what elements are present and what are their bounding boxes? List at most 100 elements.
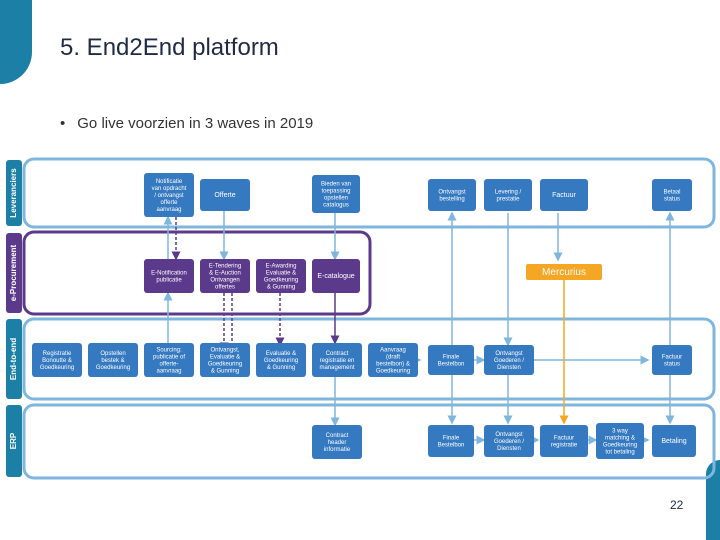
box-label-line: publicatie of	[153, 354, 185, 360]
box-label-line: Ontvangst,	[210, 347, 239, 353]
box-label-line: Bieden van	[321, 181, 351, 187]
box-label-line: Goedkeuring	[208, 361, 242, 367]
box-label-line: E-Awarding	[266, 263, 297, 269]
box-label-line: informatie	[324, 446, 351, 452]
box-label-line: & E-Auction	[209, 270, 241, 276]
lane-label-leveranciers: Leveranciers	[9, 168, 18, 218]
box-label-line: Diensten	[497, 445, 521, 451]
box-label-line: Ontvangst	[495, 432, 523, 438]
box-label-line: matching &	[605, 435, 635, 441]
box-label-line: status	[664, 361, 680, 367]
box-label-line: Goedkeuring	[264, 358, 298, 364]
box-label-line: Mercurius	[542, 267, 586, 278]
lane-label-erp: ERP	[9, 432, 18, 449]
lane-end-to-end	[22, 317, 716, 401]
box-label-line: registratie	[551, 442, 578, 448]
box-label-line: toepassing	[321, 188, 350, 194]
box-label-line: & Gunning	[211, 368, 239, 374]
process-diagram: Leveranciers e-Procurement End-to-end ER…	[6, 157, 716, 480]
box-label-line: Goedkeuring	[376, 368, 410, 374]
box-label: Factuur	[552, 192, 576, 199]
box-label-line: Evaluatie &	[266, 270, 296, 276]
box-factuur: Factuur	[540, 179, 588, 211]
box-label-line: E-catalogue	[317, 273, 354, 280]
box-label-line: tot betaling	[605, 449, 634, 455]
box-label-line: offertes	[215, 284, 235, 290]
box-label-line: E-Tendering	[209, 263, 241, 269]
box-label-line: & Gunning	[267, 284, 295, 290]
box-offerte: Offerte	[200, 179, 250, 211]
box-ontvangst-evaluatie: Ontvangst,Evaluatie &Goedkeuring& Gunnin…	[200, 343, 250, 377]
box-label-line: aanvraag	[156, 368, 181, 374]
connector-lines	[163, 200, 675, 445]
box-label-line: (draft	[386, 354, 400, 360]
box-label-line: Offerte	[214, 192, 235, 199]
box-label-line: Aanvraag	[380, 347, 406, 353]
box-label-line: Contract	[326, 433, 349, 439]
page-title: 5. End2End platform	[60, 34, 279, 61]
page-number: 22	[670, 498, 684, 512]
box-label-line: Opstellen	[100, 351, 125, 357]
box-label: Evaluatie &Goedkeuring& Gunning	[264, 351, 298, 371]
box-label-line: Factuur	[552, 192, 576, 199]
box-label-line: catalogus	[323, 202, 349, 208]
box-label: E-catalogue	[317, 273, 354, 280]
box-label: Ontvangst,Evaluatie &Goedkeuring& Gunnin…	[208, 347, 242, 374]
box-label-line: Bestelbon	[438, 442, 465, 448]
box-label-line: header	[328, 440, 347, 446]
box-label-line: offerte	[161, 199, 179, 205]
lane-label-end-to-end: End-to-end	[9, 338, 18, 380]
box-label-line: Bonoutte &	[42, 358, 72, 364]
box-label: Mercurius	[542, 267, 586, 278]
box-label-line: Betaal	[663, 189, 680, 195]
box-label-line: Evaluatie &	[210, 354, 240, 360]
box-label-line: Betaling	[661, 438, 686, 445]
box-label-line: Ontvangen	[210, 277, 239, 283]
box-label-line: E-Notification	[151, 270, 187, 276]
box-label-line: Levering /	[495, 189, 522, 195]
box-betaling: Betaling	[652, 425, 696, 457]
box-label-line: van opdracht	[152, 186, 187, 192]
box-label-line: Factuur	[662, 354, 682, 360]
box-label: Offerte	[214, 192, 235, 199]
box-label-line: Registratie	[43, 351, 72, 357]
bullet-text: Go live voorzien in 3 waves in 2019	[77, 115, 314, 132]
box-label-line: prestatie	[496, 196, 520, 202]
box-label-line: Notificatie	[156, 179, 183, 185]
corner-decoration-bottom	[706, 460, 720, 540]
box-label-line: Goederen /	[494, 358, 524, 364]
lane-eprocurement	[22, 230, 372, 316]
box-label-line: bestek &	[101, 358, 124, 364]
box-evaluatie-gunning: Evaluatie &Goedkeuring& Gunning	[256, 343, 306, 377]
box-label-line: Bestelbon	[438, 361, 465, 367]
box-label-line: status	[664, 196, 680, 202]
box-label-line: Goedkeuring	[264, 277, 298, 283]
lane-label-eprocurement: e-Procurement	[9, 244, 18, 301]
box-label-line: registratie en	[320, 358, 355, 364]
box-label-line: Finale	[443, 435, 460, 441]
bullet-item: •Go live voorzien in 3 waves in 2019	[60, 115, 313, 132]
